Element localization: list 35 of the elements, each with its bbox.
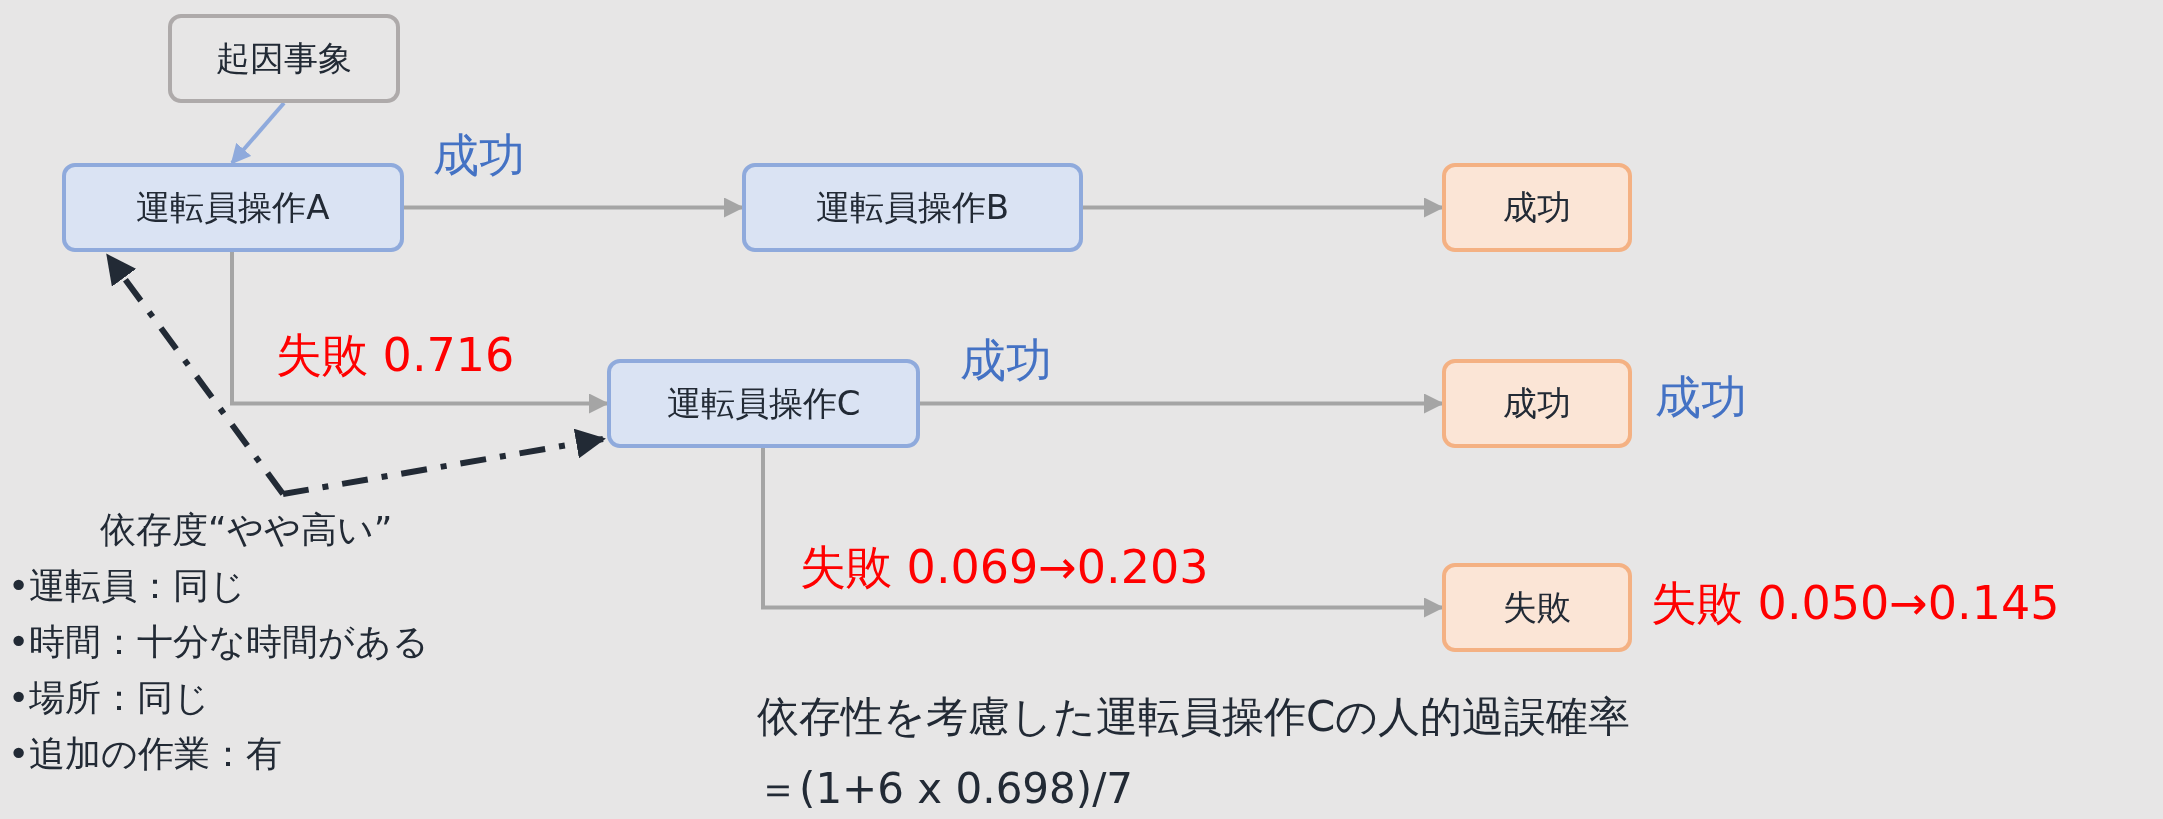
bullet-item: •追加の作業：有 <box>8 732 284 776</box>
note-heading: 依存度“やや高い” <box>99 508 394 552</box>
box-label: 失敗 <box>1503 585 1571 629</box>
arrow <box>230 252 609 414</box>
bullet-item: •運転員：同じ <box>8 564 248 608</box>
outcome-box <box>1442 359 1632 448</box>
dash-dot-arrow <box>282 428 606 497</box>
process-box <box>607 359 920 448</box>
box-label: 運転員操作B <box>815 185 1010 229</box>
process-box <box>742 163 1083 252</box>
edge-label: 成功 <box>960 333 1052 389</box>
outcome-box <box>1442 563 1632 652</box>
arrow <box>230 101 286 165</box>
formula-text: ＝(1+6 x 0.698)/7 <box>757 764 1134 815</box>
edge-label: 成功 <box>433 128 525 184</box>
outcome-note: 成功 <box>1655 370 1747 426</box>
outcome-box <box>1442 163 1632 252</box>
bullet-item: •場所：同じ <box>8 676 212 720</box>
box-label: 運転員操作A <box>136 185 330 229</box>
arrow <box>1083 197 1444 218</box>
formula-text: 依存性を考慮した運転員操作Cの人的過誤確率 <box>757 692 1631 743</box>
edge-label: 失敗 0.716 <box>276 328 515 384</box>
dash-dot-arrow <box>105 253 286 496</box>
box-label: 成功 <box>1503 185 1571 229</box>
box-label: 運転員操作C <box>666 381 861 425</box>
arrow <box>920 393 1444 414</box>
process-box <box>62 163 404 252</box>
box-label: 成功 <box>1503 381 1571 425</box>
edge-label: 失敗 0.069→0.203 <box>800 540 1209 596</box>
outcome-note: 失敗 0.050→0.145 <box>1651 576 2060 632</box>
start-box <box>168 14 400 103</box>
arrow <box>404 197 744 218</box>
arrow <box>761 448 1444 618</box>
bullet-item: •時間：十分な時間がある <box>8 620 431 664</box>
box-label: 起因事象 <box>216 36 352 80</box>
